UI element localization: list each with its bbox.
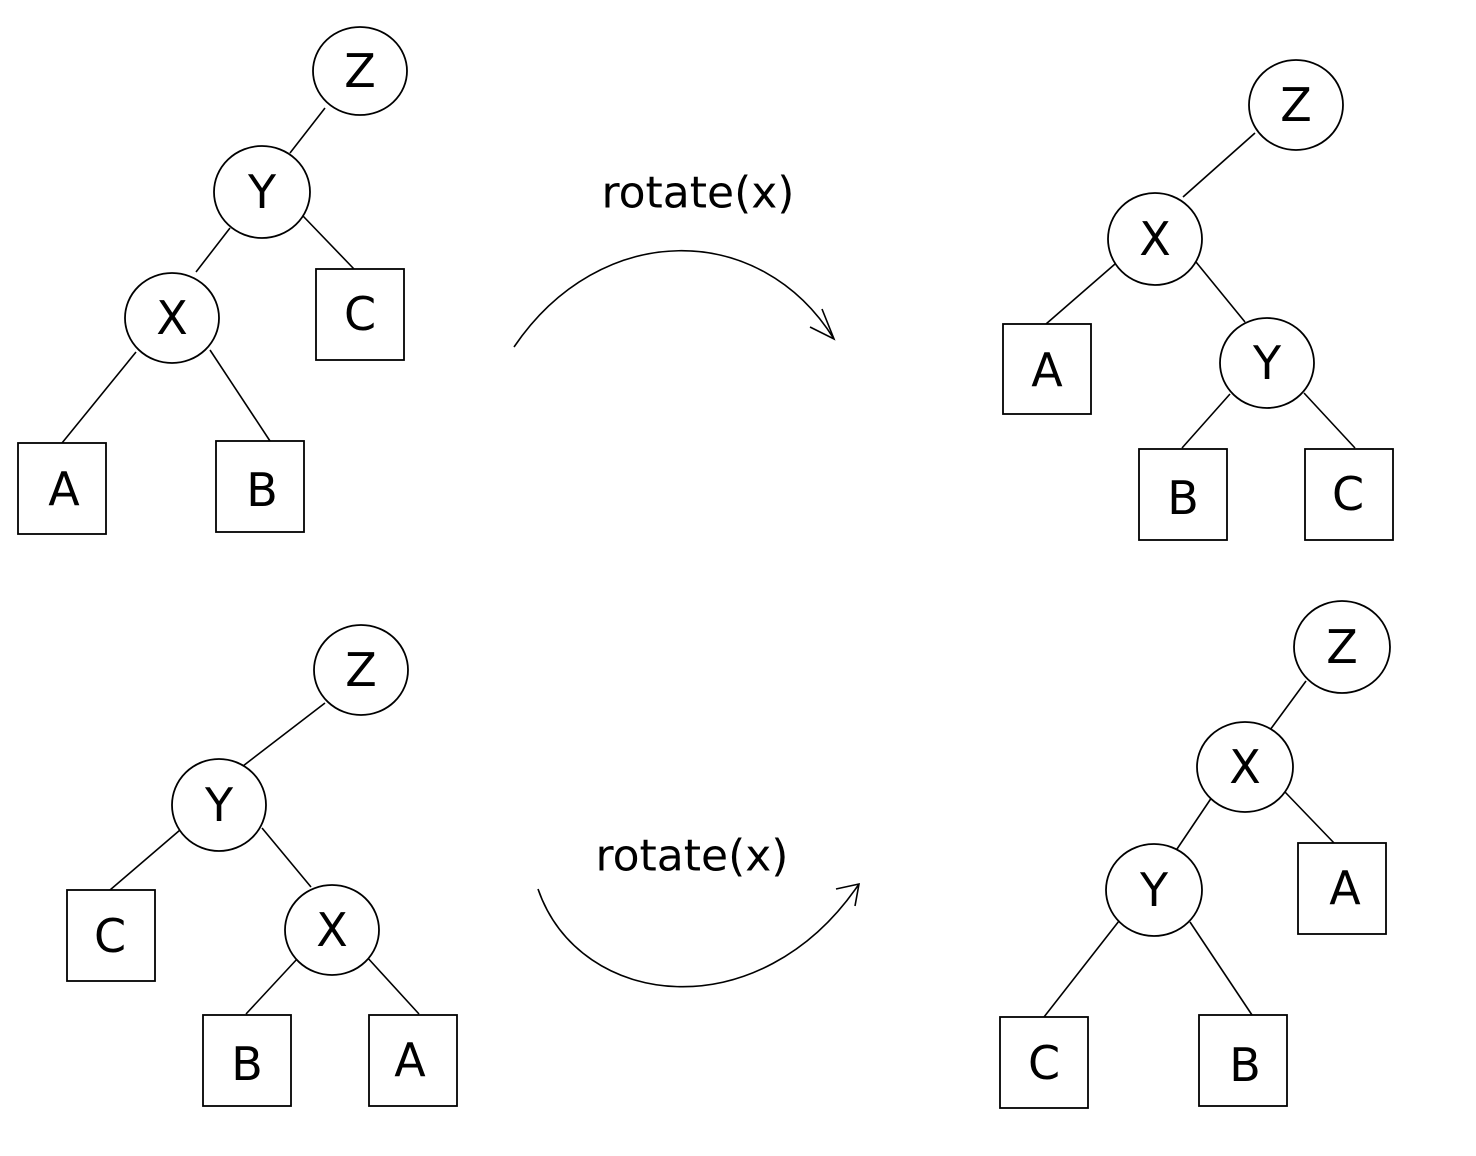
svg-text:C: C	[94, 909, 126, 963]
edge-y-c	[1303, 392, 1356, 449]
tree-leaf: C	[315, 268, 405, 361]
svg-text:X: X	[316, 903, 348, 957]
edge-z-y	[289, 107, 326, 154]
edge-y-c	[1043, 920, 1120, 1018]
tree-leaf: C	[999, 1016, 1089, 1109]
tree-leaf: B	[202, 1014, 292, 1107]
edge-y-b	[1181, 393, 1231, 449]
tree-2-after: Z X Y A C B	[999, 600, 1391, 1109]
tree-leaf: A	[1297, 842, 1387, 935]
svg-text:A: A	[1329, 861, 1361, 915]
operation-label: rotate(x)	[602, 168, 795, 219]
edge-y-c	[109, 829, 181, 891]
tree-leaf: A	[368, 1014, 458, 1107]
tree-node: Y	[1105, 843, 1203, 937]
curved-arrow-icon	[513, 249, 835, 348]
edge-z-y	[242, 702, 326, 767]
tree-node: X	[1107, 192, 1203, 286]
svg-text:Y: Y	[247, 165, 277, 219]
edge-y-x	[261, 827, 312, 888]
tree-node: Z	[313, 624, 409, 716]
tree-node: Y	[213, 145, 311, 239]
svg-text:X: X	[1229, 740, 1261, 794]
svg-text:B: B	[1229, 1038, 1261, 1092]
svg-text:Y: Y	[204, 778, 234, 832]
tree-node: Z	[1293, 600, 1391, 694]
edge-z-x	[1182, 132, 1256, 198]
tree-leaf: B	[215, 440, 305, 533]
tree-node: Y	[1219, 317, 1315, 409]
tree-leaf: B	[1138, 448, 1228, 541]
tree-node: Y	[171, 758, 267, 852]
svg-text:Y: Y	[1139, 863, 1169, 917]
svg-text:B: B	[246, 463, 278, 517]
operation-label: rotate(x)	[596, 831, 789, 882]
edge-z-x	[1269, 680, 1307, 731]
svg-text:Z: Z	[344, 44, 376, 98]
svg-text:C: C	[1332, 467, 1364, 521]
tree-node: Z	[312, 26, 408, 116]
svg-text:B: B	[1167, 471, 1199, 525]
svg-text:A: A	[48, 462, 80, 516]
tree-leaf: C	[66, 889, 156, 982]
edge-x-b	[245, 957, 299, 1015]
tree-node: X	[284, 884, 380, 976]
tree-leaf: C	[1304, 448, 1394, 541]
tree-leaf: B	[1198, 1014, 1288, 1107]
tree-1-before: Z Y X C A B	[17, 26, 408, 535]
edge-x-b	[209, 349, 271, 442]
edge-x-y	[1176, 796, 1213, 850]
tree-node: X	[1196, 721, 1294, 813]
edge-x-a	[1284, 791, 1336, 845]
edge-x-a	[365, 955, 420, 1015]
svg-text:C: C	[344, 287, 376, 341]
tree-2-before: Z Y X C B A	[66, 624, 458, 1107]
rotation-arrow-2: rotate(x)	[537, 831, 861, 988]
edge-x-a	[61, 351, 137, 444]
svg-text:A: A	[394, 1033, 426, 1087]
tree-node: X	[124, 272, 220, 364]
arrowhead-icon	[809, 308, 836, 341]
arrowhead-icon	[835, 882, 861, 907]
rotation-arrow-1: rotate(x)	[513, 168, 836, 348]
curved-arrow-icon	[537, 883, 860, 988]
svg-text:X: X	[156, 291, 188, 345]
svg-text:A: A	[1031, 343, 1063, 397]
tree-leaf: A	[1002, 323, 1092, 415]
svg-text:Z: Z	[345, 643, 377, 697]
svg-text:B: B	[231, 1037, 263, 1091]
svg-text:Z: Z	[1326, 620, 1358, 674]
edge-y-c	[302, 215, 355, 270]
edge-x-y	[1195, 261, 1246, 323]
svg-text:C: C	[1028, 1036, 1060, 1090]
edge-y-b	[1189, 921, 1253, 1016]
edge-y-x	[195, 227, 231, 273]
tree-1-after: Z X Y A B C	[1002, 59, 1394, 541]
svg-text:X: X	[1139, 212, 1171, 266]
tree-leaf: A	[17, 442, 107, 535]
tree-node: Z	[1248, 59, 1344, 151]
svg-text:Z: Z	[1280, 78, 1312, 132]
edge-x-a	[1045, 263, 1116, 325]
svg-text:Y: Y	[1252, 336, 1282, 390]
